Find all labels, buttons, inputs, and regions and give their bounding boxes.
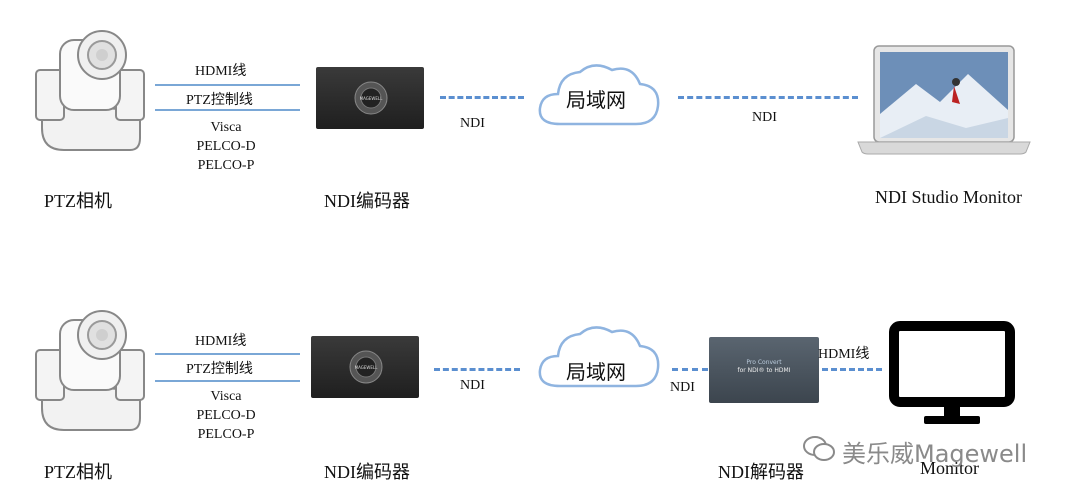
ndi-link-label: NDI: [460, 116, 485, 131]
protocol-item: PELCO-P: [197, 427, 255, 442]
hdmi-cable-line: [155, 84, 300, 86]
ndi-encoder-device: MAGEWELL: [316, 67, 424, 129]
ndi-link-label: NDI: [460, 378, 485, 393]
encoder-label: NDI编码器: [324, 462, 410, 482]
hdmi-cable-label: HDMI线: [195, 334, 247, 349]
hdmi-cable-line: [155, 353, 300, 355]
hdmi-cable-label: HDMI线: [195, 64, 247, 79]
ndi-link-line: [434, 368, 520, 371]
brand-text: MAGEWELL: [360, 96, 383, 101]
monitor-label: Monitor: [920, 458, 980, 478]
lan-cloud-icon: [538, 64, 660, 126]
monitor-icon: [889, 321, 1015, 424]
ndi-link-label: NDI: [752, 110, 777, 125]
ndi-link-label: NDI: [670, 380, 695, 395]
protocol-item: Visca: [210, 389, 242, 404]
protocol-list: Visca PELCO-D PELCO-P: [186, 387, 266, 444]
ndi-link-line: [678, 96, 858, 99]
ptz-camera-icon: [35, 30, 145, 151]
camera-label: PTZ相机: [44, 462, 113, 482]
watermark: 美乐威Magewell: [842, 440, 1028, 468]
protocol-item: Visca: [210, 120, 242, 135]
laptop-icon: [857, 45, 1031, 155]
protocol-item: PELCO-D: [196, 408, 256, 423]
camera-label: PTZ相机: [44, 191, 113, 211]
fan-icon: MAGEWELL: [354, 81, 388, 115]
ptz-cable-label: PTZ控制线: [186, 362, 253, 377]
ptz-cable-label: PTZ控制线: [186, 93, 253, 108]
ptz-cable-line: [155, 380, 300, 382]
decoder-title: Pro Convert: [746, 359, 782, 366]
lan-cloud-icon: [538, 326, 660, 388]
decoder-subtitle: for NDI® to HDMI: [737, 367, 791, 374]
ptz-camera-icon: [35, 310, 145, 431]
ndi-encoder-device: MAGEWELL: [311, 336, 419, 398]
fan-icon: MAGEWELL: [349, 350, 383, 384]
protocol-item: PELCO-P: [197, 158, 255, 173]
laptop-label: NDI Studio Monitor: [875, 187, 1023, 207]
ptz-cable-line: [155, 109, 300, 111]
protocol-item: PELCO-D: [196, 139, 256, 154]
lan-label: 局域网: [566, 360, 626, 384]
ndi-link-line: [440, 96, 524, 99]
ndi-decoder-device: Pro Convert for NDI® to HDMI: [709, 337, 819, 403]
protocol-list: Visca PELCO-D PELCO-P: [186, 118, 266, 175]
hdmi-out-line: [822, 368, 882, 371]
encoder-label: NDI编码器: [324, 191, 410, 211]
lan-label: 局域网: [566, 88, 626, 112]
wechat-icon: [803, 436, 835, 461]
hdmi-out-label: HDMI线: [818, 347, 870, 362]
decoder-label: NDI解码器: [718, 462, 804, 482]
brand-text: MAGEWELL: [355, 365, 378, 370]
ndi-link-line: [672, 368, 708, 371]
